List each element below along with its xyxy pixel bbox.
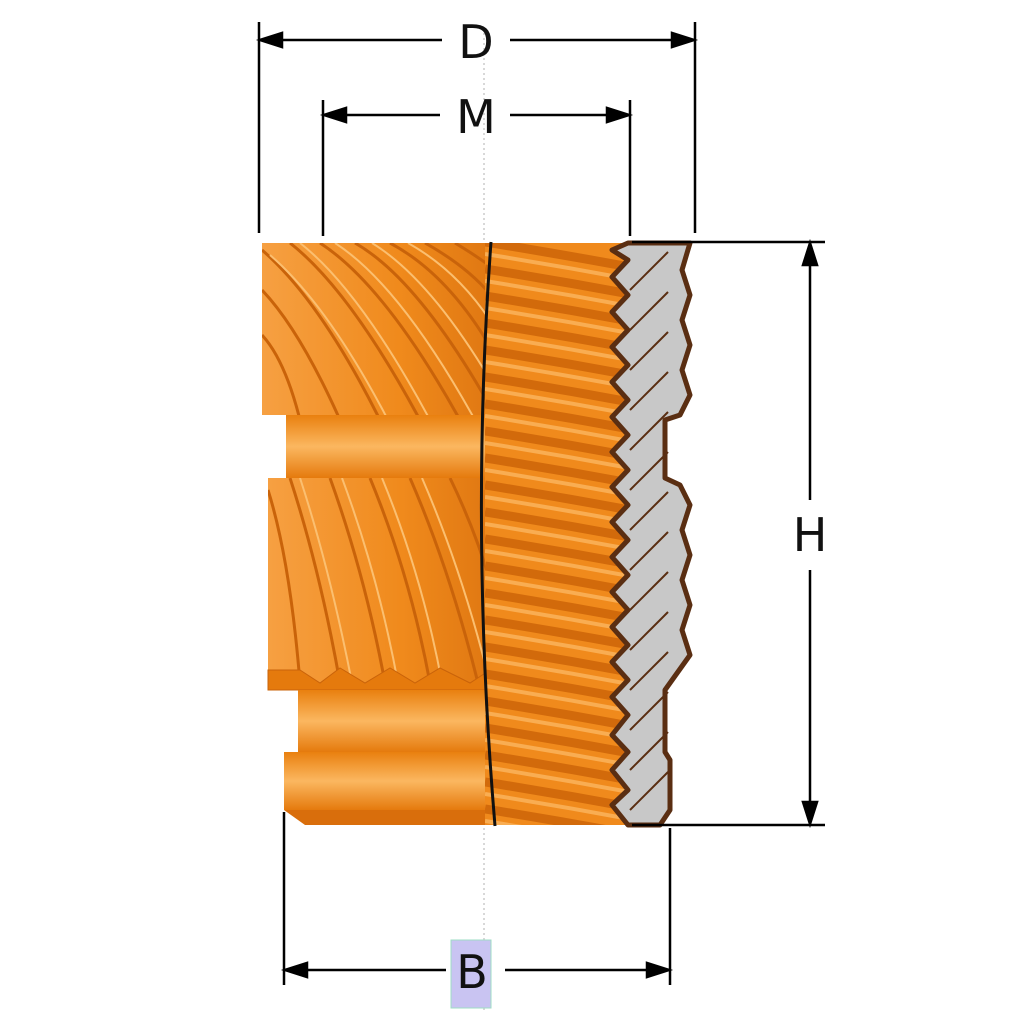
- hatch-line: [629, 251, 669, 291]
- dim-b-arrow-left: [280, 961, 309, 979]
- dim-m-arrow-right: [605, 106, 634, 124]
- thread-crest: [485, 522, 635, 552]
- hatch-line: [629, 571, 669, 611]
- upper-knurl: [262, 243, 490, 415]
- hatch-line: [629, 691, 669, 731]
- thread-crest: [485, 819, 522, 825]
- dim-d-arrow-right: [670, 31, 699, 49]
- thread-groove: [485, 264, 635, 300]
- bottom-collar: [284, 752, 490, 810]
- upper-groove: [286, 415, 486, 478]
- hatch-line: [629, 451, 669, 491]
- label-b: B: [456, 945, 488, 999]
- thread-crest: [485, 657, 635, 687]
- hatch-line: [629, 331, 669, 371]
- thread-groove: [485, 372, 635, 408]
- thread-groove: [485, 480, 635, 516]
- hatch-line: [629, 651, 669, 691]
- thread-crest: [485, 792, 635, 822]
- dim-m-arrow-left: [319, 106, 348, 124]
- insert-body: [262, 243, 491, 825]
- hatch-line: [629, 611, 669, 651]
- thread-groove: [485, 615, 635, 651]
- thread-groove: [485, 804, 606, 825]
- label-b-highlight: [450, 939, 492, 1009]
- hatch-line: [629, 291, 669, 331]
- thread-crest: [485, 684, 635, 714]
- section-split-line: [479, 241, 497, 827]
- dim-h-arrow-top: [801, 238, 819, 267]
- dimension-lines: [255, 22, 825, 985]
- thread-crest: [485, 333, 635, 363]
- hatch-line: [629, 411, 669, 451]
- thread-groove: [485, 588, 635, 624]
- hatch-line: [629, 731, 669, 771]
- dim-b-arrow-right: [645, 961, 674, 979]
- dim-h-arrow-bottom: [801, 800, 819, 829]
- thread-groove: [485, 243, 635, 273]
- thread-crest: [485, 765, 635, 795]
- thread-crest: [485, 549, 635, 579]
- thread-groove: [485, 723, 635, 759]
- thread-crest: [485, 414, 635, 444]
- thread-crest: [485, 441, 635, 471]
- thread-groove: [485, 507, 635, 543]
- internal-thread: [485, 243, 635, 825]
- hatch-line: [629, 371, 669, 411]
- hatch-line: [629, 771, 669, 811]
- label-d: D: [458, 15, 493, 69]
- thread-crest: [485, 306, 635, 336]
- label-m: M: [456, 90, 496, 144]
- hatch-line: [629, 531, 669, 571]
- label-h: H: [793, 508, 828, 562]
- lower-groove: [298, 690, 488, 752]
- middle-knurl: [267, 478, 491, 691]
- thread-groove: [485, 696, 635, 732]
- hatch-line: [629, 491, 669, 531]
- section-wall: [609, 240, 693, 828]
- dim-d-arrow-left: [255, 31, 284, 49]
